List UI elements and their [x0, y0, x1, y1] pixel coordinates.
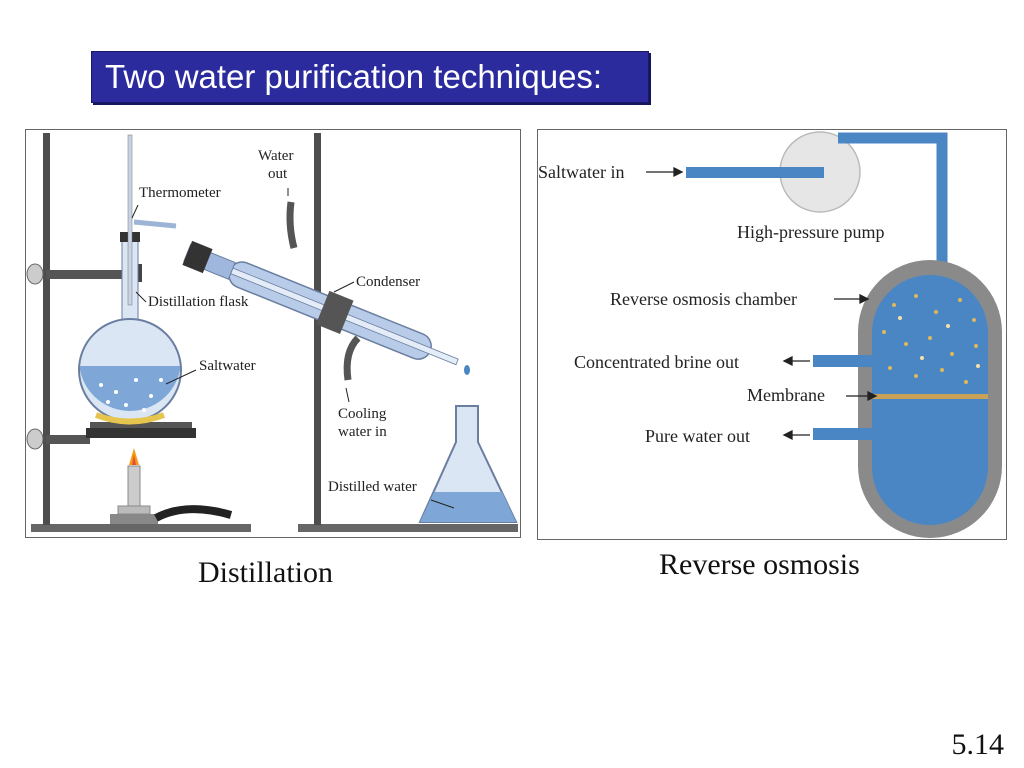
flask-saltwater: [80, 366, 180, 411]
bunsen-burner: [127, 465, 141, 507]
dissolved-salt-particles: [882, 294, 980, 384]
brine-outlet-pipe: [813, 355, 873, 367]
water-out-tube: [286, 201, 298, 249]
thermometer: [127, 134, 133, 306]
caption-reverse-osmosis: Reverse osmosis: [659, 548, 860, 581]
distilled-water-level: [420, 492, 516, 522]
label-membrane: Membrane: [747, 385, 825, 405]
wire-gauze: [86, 428, 196, 438]
stand-rod-right: [314, 133, 321, 525]
label-pure-water-out: Pure water out: [645, 426, 750, 446]
distillation-diagram: Thermometer Water out Condenser Distilla…: [25, 129, 521, 538]
saltwater-inlet-pipe: [686, 167, 826, 178]
stand-base-left: [31, 524, 251, 532]
condenser-clamp: [315, 290, 354, 335]
label-brine-out: Concentrated brine out: [574, 352, 739, 372]
slide-title: Two water purification techniques:: [105, 58, 603, 95]
flask-clamp: [46, 270, 134, 279]
label-saltwater: Saltwater: [199, 358, 256, 374]
label-ro-chamber: Reverse osmosis chamber: [610, 289, 797, 309]
label-high-pressure-pump: High-pressure pump: [737, 222, 884, 242]
label-water-out-line2: out: [268, 166, 288, 182]
burner-ring-clamp: [46, 435, 90, 444]
pure-water-outlet-pipe: [813, 428, 873, 440]
condenser-stopper: [182, 240, 213, 274]
label-condenser: Condenser: [356, 274, 420, 290]
distillate-drop: [464, 365, 470, 375]
ro-chamber: [872, 275, 988, 525]
gas-hose: [154, 505, 233, 522]
reverse-osmosis-diagram: Saltwater in High-pressure pump Reverse …: [537, 129, 1007, 540]
label-distilled-water: Distilled water: [328, 479, 417, 495]
slide-title-box: Two water purification techniques:: [91, 51, 649, 103]
stand-rod-left: [43, 133, 50, 525]
label-cooling-water-line2: water in: [338, 424, 387, 440]
slide-page-number: 5.14: [951, 728, 1005, 761]
stand-base-right: [298, 524, 518, 532]
label-water-out-line1: Water: [258, 148, 293, 164]
label-thermometer: Thermometer: [139, 185, 221, 201]
label-saltwater-in: Saltwater in: [538, 162, 624, 182]
pump-outlet-pipe: [838, 132, 948, 275]
membrane: [872, 394, 988, 399]
label-distillation-flask: Distillation flask: [148, 294, 249, 310]
caption-distillation: Distillation: [198, 556, 333, 589]
label-cooling-water-line1: Cooling: [338, 406, 387, 422]
cooling-water-tube: [343, 335, 361, 381]
